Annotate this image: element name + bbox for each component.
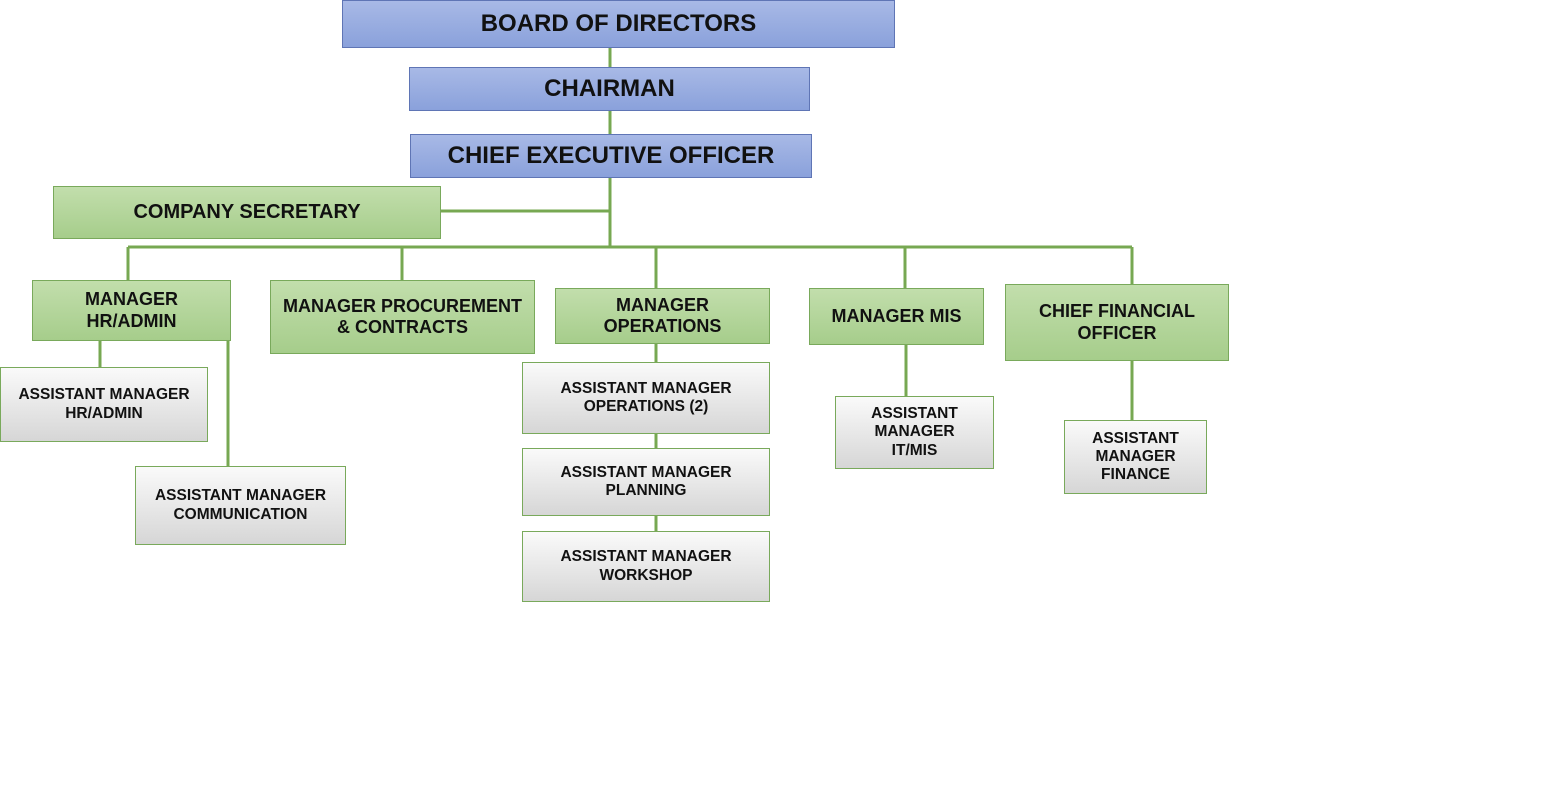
box-chief-financial-officer: CHIEF FINANCIAL OFFICER <box>1005 284 1229 361</box>
box-assistant-operations: ASSISTANT MANAGER OPERATIONS (2) <box>522 362 770 434</box>
box-manager-procurement: MANAGER PROCUREMENT & CONTRACTS <box>270 280 535 354</box>
label-assistant-hr-admin: ASSISTANT MANAGER HR/ADMIN <box>18 386 190 422</box>
label-assistant-communication: ASSISTANT MANAGER COMMUNICATION <box>154 487 327 523</box>
label-assistant-finance: ASSISTANT MANAGER FINANCE <box>1092 429 1179 484</box>
box-chief-executive-officer: CHIEF EXECUTIVE OFFICER <box>410 134 812 178</box>
box-assistant-hr-admin: ASSISTANT MANAGER HR/ADMIN <box>0 367 208 442</box>
label-chief-executive-officer: CHIEF EXECUTIVE OFFICER <box>447 141 775 169</box>
box-board-of-directors: BOARD OF DIRECTORS <box>342 0 895 48</box>
label-manager-mis: MANAGER MIS <box>831 305 962 326</box>
box-assistant-finance: ASSISTANT MANAGER FINANCE <box>1064 420 1207 494</box>
box-assistant-communication: ASSISTANT MANAGER COMMUNICATION <box>135 466 346 545</box>
label-manager-hr-admin: MANAGER HR/ADMIN <box>85 289 178 331</box>
label-assistant-planning: ASSISTANT MANAGER PLANNING <box>560 463 732 499</box>
box-assistant-it-mis: ASSISTANT MANAGER IT/MIS <box>835 396 994 469</box>
label-manager-procurement: MANAGER PROCUREMENT & CONTRACTS <box>282 295 522 337</box>
box-manager-mis: MANAGER MIS <box>809 288 984 345</box>
box-assistant-planning: ASSISTANT MANAGER PLANNING <box>522 448 770 516</box>
box-manager-hr-admin: MANAGER HR/ADMIN <box>32 280 231 341</box>
label-assistant-it-mis: ASSISTANT MANAGER IT/MIS <box>871 405 958 459</box>
box-company-secretary: COMPANY SECRETARY <box>53 186 441 239</box>
label-chairman: CHAIRMAN <box>544 74 675 102</box>
label-assistant-operations: ASSISTANT MANAGER OPERATIONS (2) <box>560 379 732 415</box>
label-chief-financial-officer: CHIEF FINANCIAL OFFICER <box>1039 301 1195 343</box>
label-company-secretary: COMPANY SECRETARY <box>133 200 361 223</box>
label-manager-operations: MANAGER OPERATIONS <box>603 294 722 336</box>
box-chairman: CHAIRMAN <box>409 67 810 111</box>
label-assistant-workshop: ASSISTANT MANAGER WORKSHOP <box>560 548 732 584</box>
box-assistant-workshop: ASSISTANT MANAGER WORKSHOP <box>522 531 770 602</box>
box-manager-operations: MANAGER OPERATIONS <box>555 288 770 344</box>
label-board-of-directors: BOARD OF DIRECTORS <box>480 9 757 37</box>
